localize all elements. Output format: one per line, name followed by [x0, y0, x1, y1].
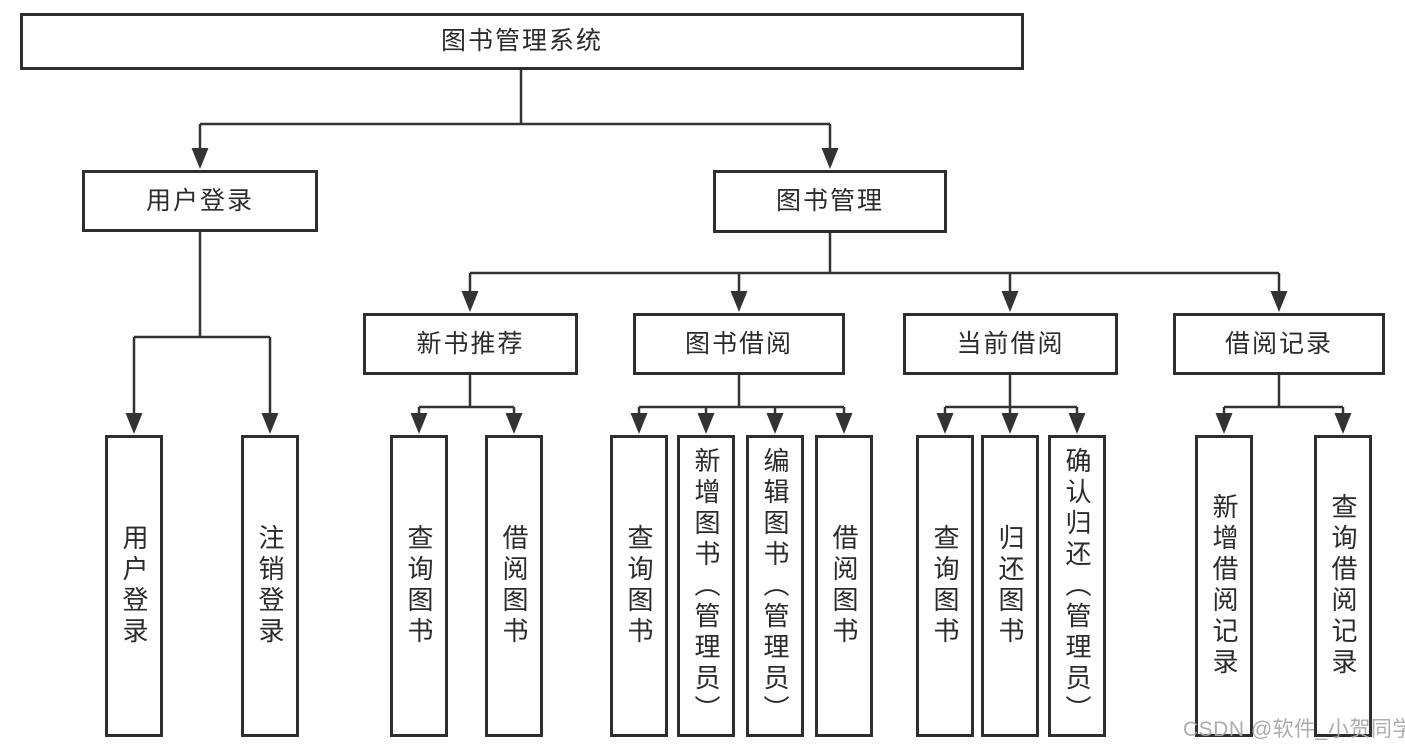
- node-new-book-recommend: 新书推荐: [363, 313, 578, 375]
- leaf-edit-book-admin: 编辑图书（管理员）: [746, 435, 804, 737]
- leaf-user-login: 用户登录: [105, 435, 163, 737]
- node-library-system: 图书管理系统: [20, 13, 1024, 70]
- leaf-query-book-borrow: 查询图书: [610, 435, 668, 737]
- leaf-return-book: 归还图书: [981, 435, 1039, 737]
- node-borrow-record: 借阅记录: [1173, 313, 1385, 375]
- leaf-query-borrow-record: 查询借阅记录: [1314, 435, 1372, 737]
- node-book-borrow: 图书借阅: [633, 313, 845, 375]
- csdn-watermark: CSDN @软件_小贺同学: [1183, 718, 1405, 741]
- leaf-borrow-book-recommend: 借阅图书: [485, 435, 543, 737]
- leaf-query-book-recommend: 查询图书: [390, 435, 448, 737]
- leaf-borrow-book-borrow: 借阅图书: [815, 435, 873, 737]
- node-current-borrow: 当前借阅: [903, 313, 1118, 375]
- leaf-logout: 注销登录: [241, 435, 299, 737]
- leaf-confirm-return-admin: 确认归还（管理员）: [1048, 435, 1106, 737]
- leaf-query-book-current: 查询图书: [916, 435, 974, 737]
- node-book-management: 图书管理: [713, 170, 947, 233]
- leaf-add-borrow-record: 新增借阅记录: [1195, 435, 1253, 737]
- leaf-add-book-admin: 新增图书（管理员）: [677, 435, 735, 737]
- node-user-login: 用户登录: [82, 170, 318, 232]
